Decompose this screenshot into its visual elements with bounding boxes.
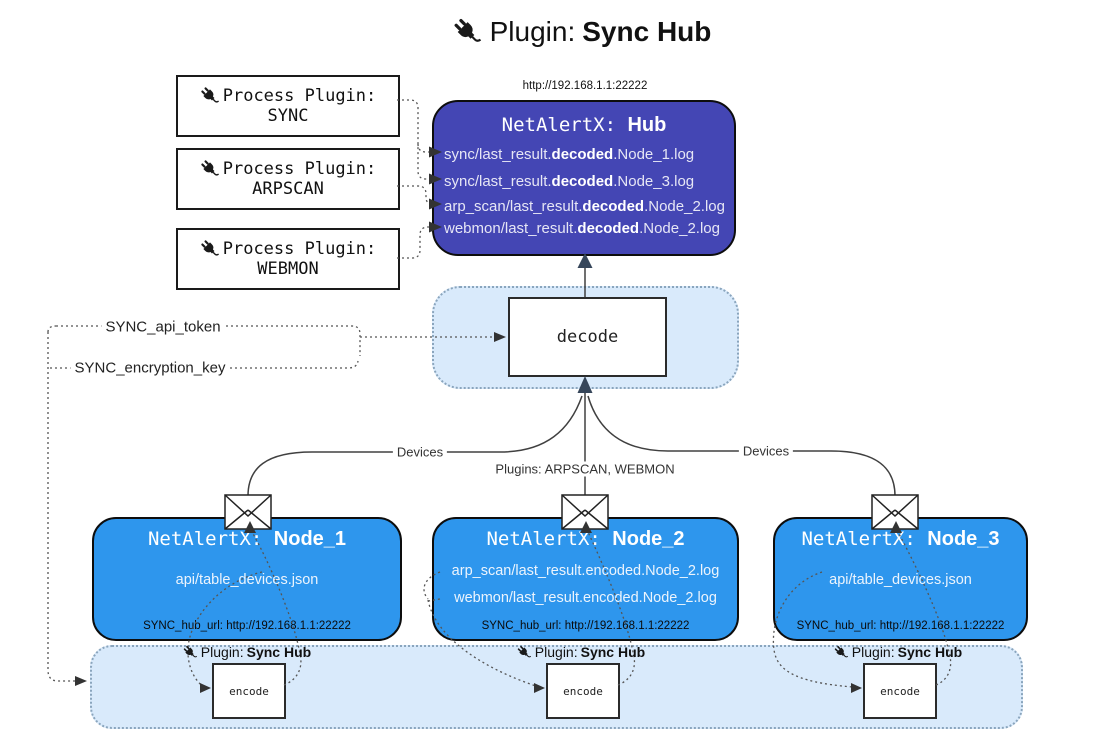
hub-log-line: arp_scan/last_result.decoded.Node_2.log	[444, 198, 725, 215]
node-file: webmon/last_result.encoded.Node_2.log	[454, 590, 717, 606]
hub-title: NetAlertX: Hub	[434, 114, 734, 137]
process-plugin-arpscan: Process Plugin: ARPSCAN	[176, 148, 400, 210]
plug-icon	[834, 645, 849, 660]
hub-node: NetAlertX: Hub sync/last_result.decoded.…	[432, 100, 736, 256]
plugins-edge-label: Plugins: ARPSCAN, WEBMON	[491, 461, 679, 477]
hub-url: http://192.168.1.1:22222	[522, 80, 648, 92]
node-3: NetAlertX: Node_3 api/table_devices.json…	[773, 517, 1028, 641]
node-title: NetAlertX: Node_3	[801, 528, 1000, 550]
plug-icon	[183, 645, 198, 660]
sync-api-token-label: SYNC_api_token	[101, 318, 225, 336]
page-title: Plugin: Sync Hub	[453, 16, 712, 48]
node-file: arp_scan/last_result.encoded.Node_2.log	[451, 563, 720, 579]
node-title: NetAlertX: Node_1	[147, 528, 347, 550]
title-prefix: Plugin:	[489, 16, 576, 47]
encoder-label-2: Plugin: Sync Hub	[517, 644, 645, 660]
plug-icon	[453, 17, 483, 47]
sync-encryption-key-label: SYNC_encryption_key	[70, 359, 230, 377]
node-file: api/table_devices.json	[175, 572, 319, 588]
encoder-label-3: Plugin: Sync Hub	[834, 644, 962, 660]
node-hub-url: SYNC_hub_url: http://192.168.1.1:22222	[481, 620, 690, 632]
process-plugin-sync: Process Plugin: SYNC	[176, 75, 400, 137]
hub-title-prefix: NetAlertX:	[501, 114, 628, 136]
plug-icon	[200, 239, 220, 259]
encode-box-2: encode	[546, 663, 620, 719]
encode-box-1: encode	[212, 663, 286, 719]
plug-icon	[200, 159, 220, 179]
process-plugin-label: Process Plugin:	[222, 239, 377, 259]
process-plugin-webmon: Process Plugin: WEBMON	[176, 228, 400, 290]
hub-log-line: sync/last_result.decoded.Node_1.log	[444, 146, 695, 163]
process-plugin-name: WEBMON	[257, 259, 319, 279]
encode-box-3: encode	[863, 663, 937, 719]
hub-log-line: sync/last_result.decoded.Node_3.log	[444, 173, 695, 190]
devices-edge-label-left: Devices	[392, 444, 448, 460]
plug-icon	[200, 86, 220, 106]
node-file: api/table_devices.json	[829, 572, 972, 588]
node-hub-url: SYNC_hub_url: http://192.168.1.1:22222	[796, 620, 1005, 632]
hub-title-name: Hub	[627, 114, 667, 136]
plug-icon	[517, 645, 532, 660]
process-plugin-label: Process Plugin:	[222, 159, 377, 179]
devices-edge-label-right: Devices	[738, 443, 794, 459]
encoder-label-1: Plugin: Sync Hub	[183, 644, 311, 660]
decode-box: decode	[508, 297, 667, 377]
hub-log-line: webmon/last_result.decoded.Node_2.log	[444, 220, 720, 237]
process-plugin-name: ARPSCAN	[252, 179, 324, 199]
process-plugin-name: SYNC	[267, 106, 309, 126]
node-title: NetAlertX: Node_2	[486, 528, 685, 550]
node-hub-url: SYNC_hub_url: http://192.168.1.1:22222	[143, 620, 351, 632]
node-1: NetAlertX: Node_1 api/table_devices.json…	[92, 517, 402, 641]
title-name: Sync Hub	[582, 16, 712, 47]
node-2: NetAlertX: Node_2 arp_scan/last_result.e…	[432, 517, 739, 641]
process-plugin-label: Process Plugin:	[222, 86, 377, 106]
